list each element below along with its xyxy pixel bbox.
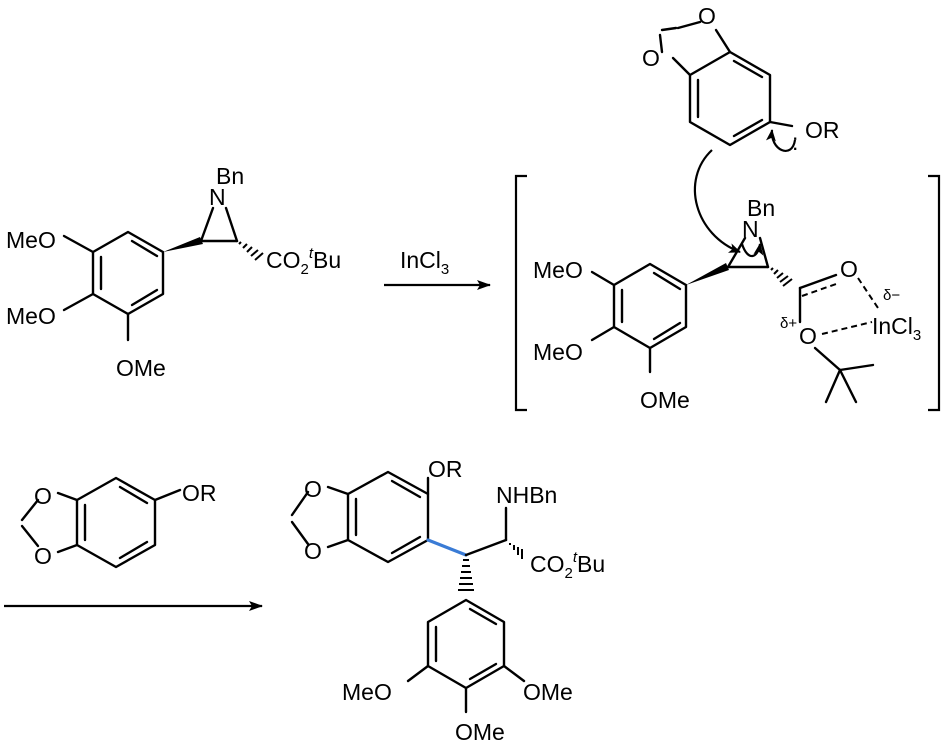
product: O O OR NHBn CO2tBu [290, 456, 605, 745]
ts-aziridine-n: N [742, 216, 759, 242]
ome-label: OMe [116, 355, 166, 381]
wedge-bond [163, 237, 203, 252]
meo-label: MeO [342, 679, 392, 705]
ts-or-label: OR [805, 117, 840, 143]
dioxole-o: O [698, 3, 716, 29]
hashed-bond [238, 241, 264, 261]
ester-label: CO2tBu [266, 245, 341, 278]
dioxole-o: O [642, 45, 660, 71]
right-bracket [928, 174, 941, 412]
carbonyl-o: O [840, 256, 858, 282]
curved-arrow [765, 129, 797, 152]
dioxole-o: O [34, 543, 52, 569]
starting-aziridine: MeO MeO OMe N Bn CO2tBu [6, 163, 341, 381]
aziridine-n: N [209, 184, 226, 210]
wedge-bond [686, 263, 729, 285]
transition-state: O O OR : MeO MeO OMe N Bn [514, 3, 941, 413]
product-or: OR [428, 456, 463, 482]
ts-nucleophile: O O OR : [642, 3, 840, 254]
dioxole-o: O [34, 483, 52, 509]
product-ester: CO2tBu [530, 549, 605, 582]
dioxole-o: O [304, 476, 322, 502]
curved-arrow [740, 243, 764, 258]
n-benzyl-label: Bn [216, 163, 244, 189]
reagent-label: InCl3 [400, 247, 449, 278]
delta-plus: δ+ [780, 315, 797, 332]
meo-label: MeO [533, 257, 583, 283]
nucleophile: O O OR [20, 476, 217, 569]
reaction-arrow-1: InCl3 [384, 247, 491, 290]
delta-minus: δ− [883, 287, 900, 304]
ether-o: O [799, 323, 817, 349]
nucleophile-or: OR [182, 480, 217, 506]
left-bracket [514, 174, 527, 412]
hashed-bond [458, 559, 474, 591]
ts-aryl-ring [590, 262, 688, 374]
meo-label: MeO [533, 339, 583, 365]
dioxole-o: O [304, 538, 322, 564]
new-cc-bond [426, 538, 468, 557]
ts-n-benzyl: Bn [747, 195, 775, 221]
meo-label: MeO [6, 303, 56, 329]
aryl-ring [62, 230, 165, 342]
indium-chloride: InCl3 [872, 313, 921, 344]
meo-label: MeO [6, 227, 56, 253]
ome-label: OMe [455, 719, 505, 745]
ome-label: OMe [640, 387, 690, 413]
hashed-bond [509, 543, 523, 559]
ome-label: OMe [523, 679, 573, 705]
curved-arrow [693, 149, 741, 254]
hashed-bond [770, 267, 793, 287]
amine-label: NHBn [496, 482, 557, 508]
